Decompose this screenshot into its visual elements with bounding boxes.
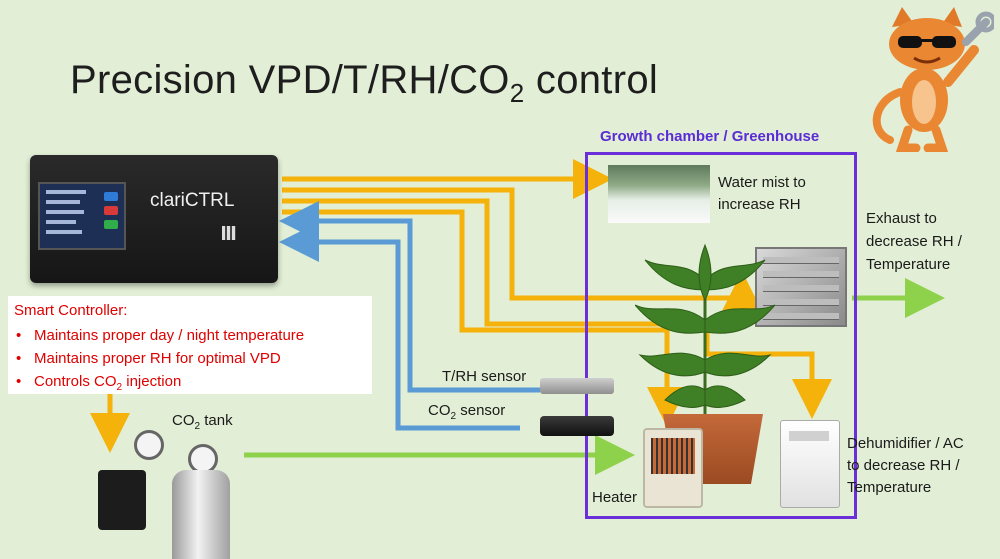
mascot-cat-icon bbox=[872, 7, 994, 152]
heater-label: Heater bbox=[592, 489, 638, 506]
controller-brand: clariCTRL bbox=[150, 190, 235, 211]
co2-sensor-label: CO2 sensor bbox=[428, 402, 506, 422]
smart-bullet-1: •Maintains proper day / night temperatur… bbox=[16, 327, 305, 344]
smart-controller-title: Smart Controller: bbox=[14, 302, 128, 319]
sensor-line-co2 bbox=[279, 222, 520, 431]
smart-controller-panel bbox=[8, 296, 372, 394]
chamber-border bbox=[585, 152, 857, 519]
dehumidifier-image bbox=[780, 420, 840, 508]
smart-bullet-2: •Maintains proper RH for optimal VPD bbox=[16, 350, 281, 367]
co2-tank-image bbox=[172, 470, 230, 559]
sensor-line-trh bbox=[279, 201, 540, 393]
exhaust-fan-image bbox=[755, 247, 847, 327]
heater-image bbox=[643, 428, 703, 508]
control-line-exhaust bbox=[282, 187, 762, 311]
controller-screen bbox=[38, 182, 126, 250]
page-title: Precision VPD/T/RH/CO2 control bbox=[70, 58, 659, 108]
solenoid-valve-image bbox=[98, 470, 146, 530]
qr-code-icon bbox=[222, 226, 236, 240]
trh-sensor-label: T/RH sensor bbox=[442, 368, 527, 385]
cannabis-plant-image bbox=[635, 243, 775, 415]
trh-sensor-image bbox=[540, 378, 614, 394]
chamber-label: Growth chamber / Greenhouse bbox=[600, 128, 820, 145]
co2-sensor-image bbox=[540, 416, 614, 436]
smart-bullet-3: •Controls CO2 injection bbox=[16, 373, 182, 393]
water-mist-image bbox=[608, 165, 710, 223]
co2-tank-label: CO2 tank bbox=[172, 412, 233, 432]
